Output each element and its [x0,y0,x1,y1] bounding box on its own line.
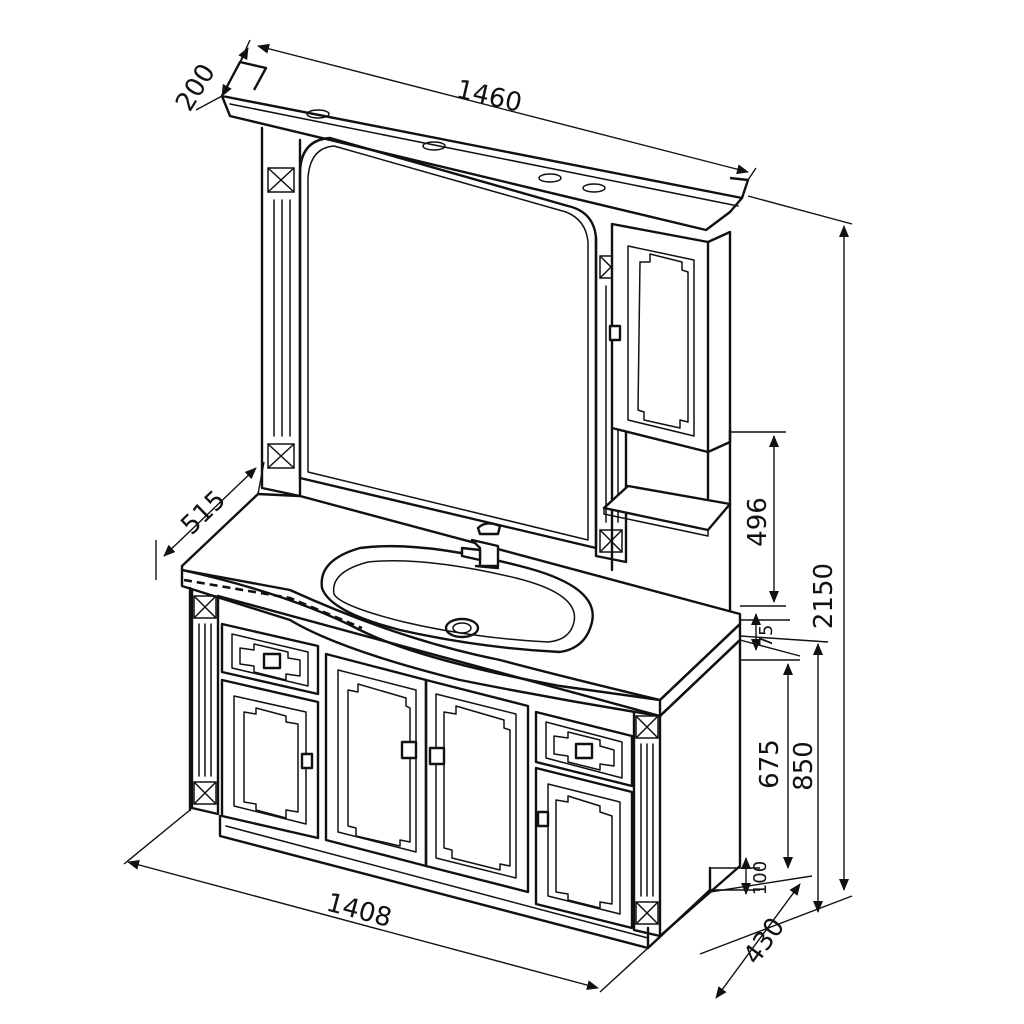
right-drawer [534,710,634,788]
dim-label-100: 100 [750,861,771,895]
dim-label-430: 430 [738,912,791,970]
dim-line-515 [163,467,257,557]
dim-label-850: 850 [789,741,819,791]
dim-line-1460 [257,43,749,175]
center-door-left-handle [400,740,418,760]
dimension-lines [123,39,853,999]
light-4 [582,183,606,193]
dim-label-1460: 1460 [453,75,524,119]
left-drawer [220,622,320,696]
left-pilaster [190,588,220,816]
dim-line-200 [221,47,249,97]
right-drawer-handle [574,742,594,760]
dim-label-1408: 1408 [323,888,395,934]
dim-label-200: 200 [170,59,222,117]
center-door-left [324,652,428,868]
left-drawer-handle [262,652,282,670]
basin [320,544,594,654]
left-door-handle [300,752,314,770]
dim-label-675: 675 [755,739,785,789]
mirror-glass [298,136,598,550]
dim-line-430 [715,883,801,999]
dim-line-1408 [127,860,599,990]
dim-label-2150: 2150 [809,563,839,629]
dim-label-496: 496 [743,497,773,547]
basin-drain [444,617,480,639]
left-door [220,678,320,840]
side-cabinet-handle [608,324,622,342]
right-door-handle [536,810,550,828]
plinth [218,814,712,950]
center-door-right-handle [428,746,446,766]
glass-shelf [602,484,732,532]
countertop-overhang-edge [183,578,363,630]
faucet-icon [460,522,502,570]
vanity-base [180,492,742,950]
dim-label-75: 75 [756,625,777,648]
right-door [534,766,634,930]
